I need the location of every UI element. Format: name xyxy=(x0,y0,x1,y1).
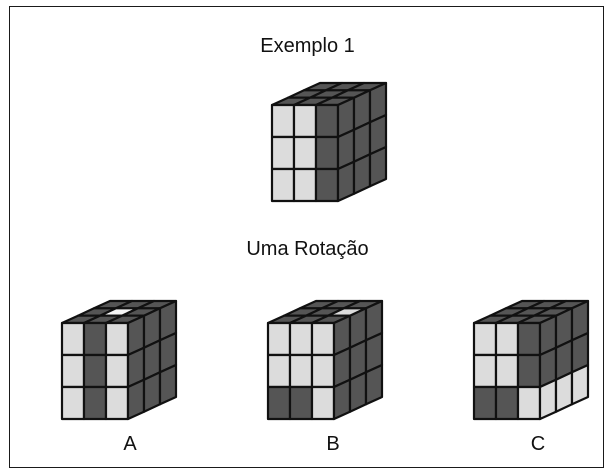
right-sticker xyxy=(126,378,146,421)
front-sticker xyxy=(472,385,498,421)
front-sticker xyxy=(82,353,108,389)
right-sticker xyxy=(364,363,384,406)
front-sticker xyxy=(314,167,340,203)
option-c-cube[interactable] xyxy=(462,297,590,423)
example-title: Exemplo 1 xyxy=(260,35,355,57)
front-sticker xyxy=(472,321,498,357)
front-sticker xyxy=(60,353,86,389)
front-sticker xyxy=(270,167,296,203)
option-c-label[interactable]: C xyxy=(530,433,546,455)
front-sticker xyxy=(60,321,86,357)
front-sticker xyxy=(266,385,292,421)
front-sticker xyxy=(270,103,296,139)
front-sticker xyxy=(266,353,292,389)
front-sticker xyxy=(310,385,336,421)
front-sticker xyxy=(288,353,314,389)
front-sticker xyxy=(288,385,314,421)
front-sticker xyxy=(82,385,108,421)
right-sticker xyxy=(332,378,352,421)
right-sticker xyxy=(348,371,368,413)
front-sticker xyxy=(292,167,318,203)
front-sticker xyxy=(494,321,520,357)
example-cube xyxy=(270,81,388,203)
front-sticker xyxy=(104,353,130,389)
right-sticker xyxy=(570,363,590,406)
front-sticker xyxy=(270,135,296,171)
front-sticker xyxy=(104,385,130,421)
option-a-label[interactable]: A xyxy=(123,433,137,455)
right-sticker xyxy=(368,145,388,188)
front-sticker xyxy=(516,385,542,421)
front-sticker xyxy=(292,135,318,171)
right-sticker xyxy=(336,160,356,203)
front-sticker xyxy=(104,321,130,357)
right-sticker xyxy=(554,371,574,413)
front-sticker xyxy=(494,353,520,389)
front-sticker xyxy=(292,103,318,139)
right-sticker xyxy=(158,363,178,406)
front-sticker xyxy=(288,321,314,357)
front-sticker xyxy=(266,321,292,357)
front-sticker xyxy=(82,321,108,357)
front-sticker xyxy=(516,321,542,357)
front-sticker xyxy=(60,385,86,421)
front-sticker xyxy=(494,385,520,421)
front-sticker xyxy=(472,353,498,389)
option-a-cube[interactable] xyxy=(50,297,178,423)
front-sticker xyxy=(314,103,340,139)
front-sticker xyxy=(310,321,336,357)
option-b-label[interactable]: B xyxy=(326,433,340,455)
front-sticker xyxy=(314,135,340,171)
front-sticker xyxy=(310,353,336,389)
front-sticker xyxy=(516,353,542,389)
diagram-frame: Exemplo 1 Uma Rotação A B C xyxy=(9,6,604,468)
rotation-title: Uma Rotação xyxy=(246,238,369,260)
right-sticker xyxy=(142,371,162,413)
right-sticker xyxy=(538,378,558,421)
option-b-cube[interactable] xyxy=(256,297,384,423)
right-sticker xyxy=(352,153,372,195)
